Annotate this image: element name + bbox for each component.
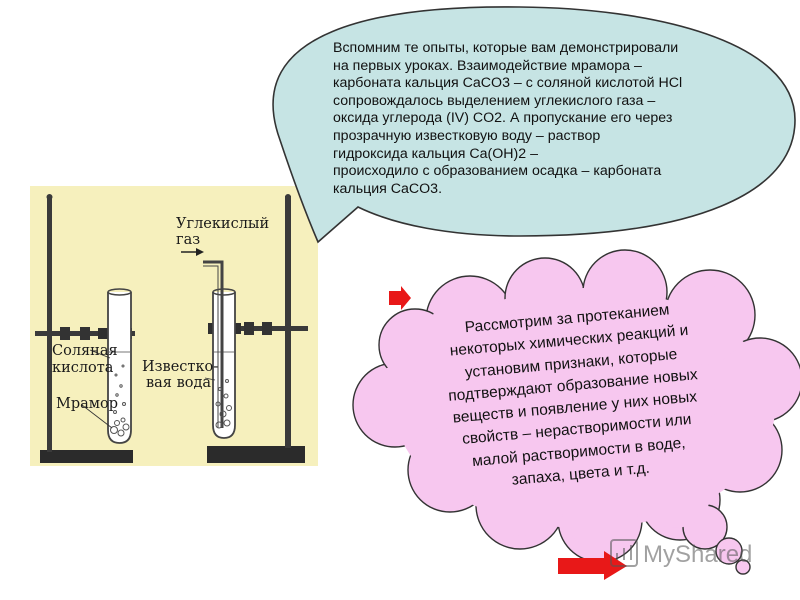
speech-bubble-shape	[272, 6, 796, 244]
arrow-right-icon[interactable]	[389, 286, 411, 310]
arrow-right-icon[interactable]	[558, 551, 627, 580]
label-gas-line1: Углекислый	[176, 216, 269, 232]
test-tube-limewater	[203, 260, 236, 439]
bubble-line: Вспомним те опыты, которые вам демонстри…	[333, 40, 679, 56]
thought-cloud-text: Рассмотрим за протеканием некоторых хими…	[407, 294, 741, 500]
bubble-line: карбоната кальция CaCO3 – с соляной кисл…	[333, 75, 683, 92]
label-limewater-line2: вая вода	[146, 375, 211, 391]
label-gas-line2: газ	[176, 232, 200, 248]
bubble-line: сопровождалось выделением углекислого га…	[333, 92, 656, 109]
lab-illustration: Углекислый газ Соляная кислота Мрамор Из…	[30, 186, 318, 466]
bubble-line: гидроксида кальция Ca(OH)2 –	[333, 145, 538, 162]
bubble-line: прозрачную известковую воду – раствор	[333, 127, 601, 144]
bar-chart-icon	[610, 539, 638, 567]
bubble-line: кальция CaCO3.	[333, 180, 443, 197]
test-tube-acid	[107, 288, 132, 444]
label-limewater-line1: Известко-	[142, 359, 218, 375]
label-acid-line2: кислота	[52, 360, 114, 376]
label-acid-line1: Соляная	[52, 343, 118, 359]
bubble-line: происходило с образованием осадка – карб…	[333, 163, 662, 180]
gas-arrow-icon	[181, 248, 204, 256]
watermark: MyShared	[610, 539, 752, 568]
watermark-text: MyShared	[643, 541, 752, 568]
bubble-line: на первых уроках. Взаимодействие мрамора…	[333, 57, 642, 74]
thought-cloud-fill	[366, 262, 790, 548]
label-marble: Мрамор	[56, 396, 118, 412]
bubble-line: оксида углерода (IV) CO2. А пропускание …	[333, 110, 673, 127]
speech-bubble-text: Вспомним те опыты, которые вам демонстри…	[333, 40, 725, 198]
